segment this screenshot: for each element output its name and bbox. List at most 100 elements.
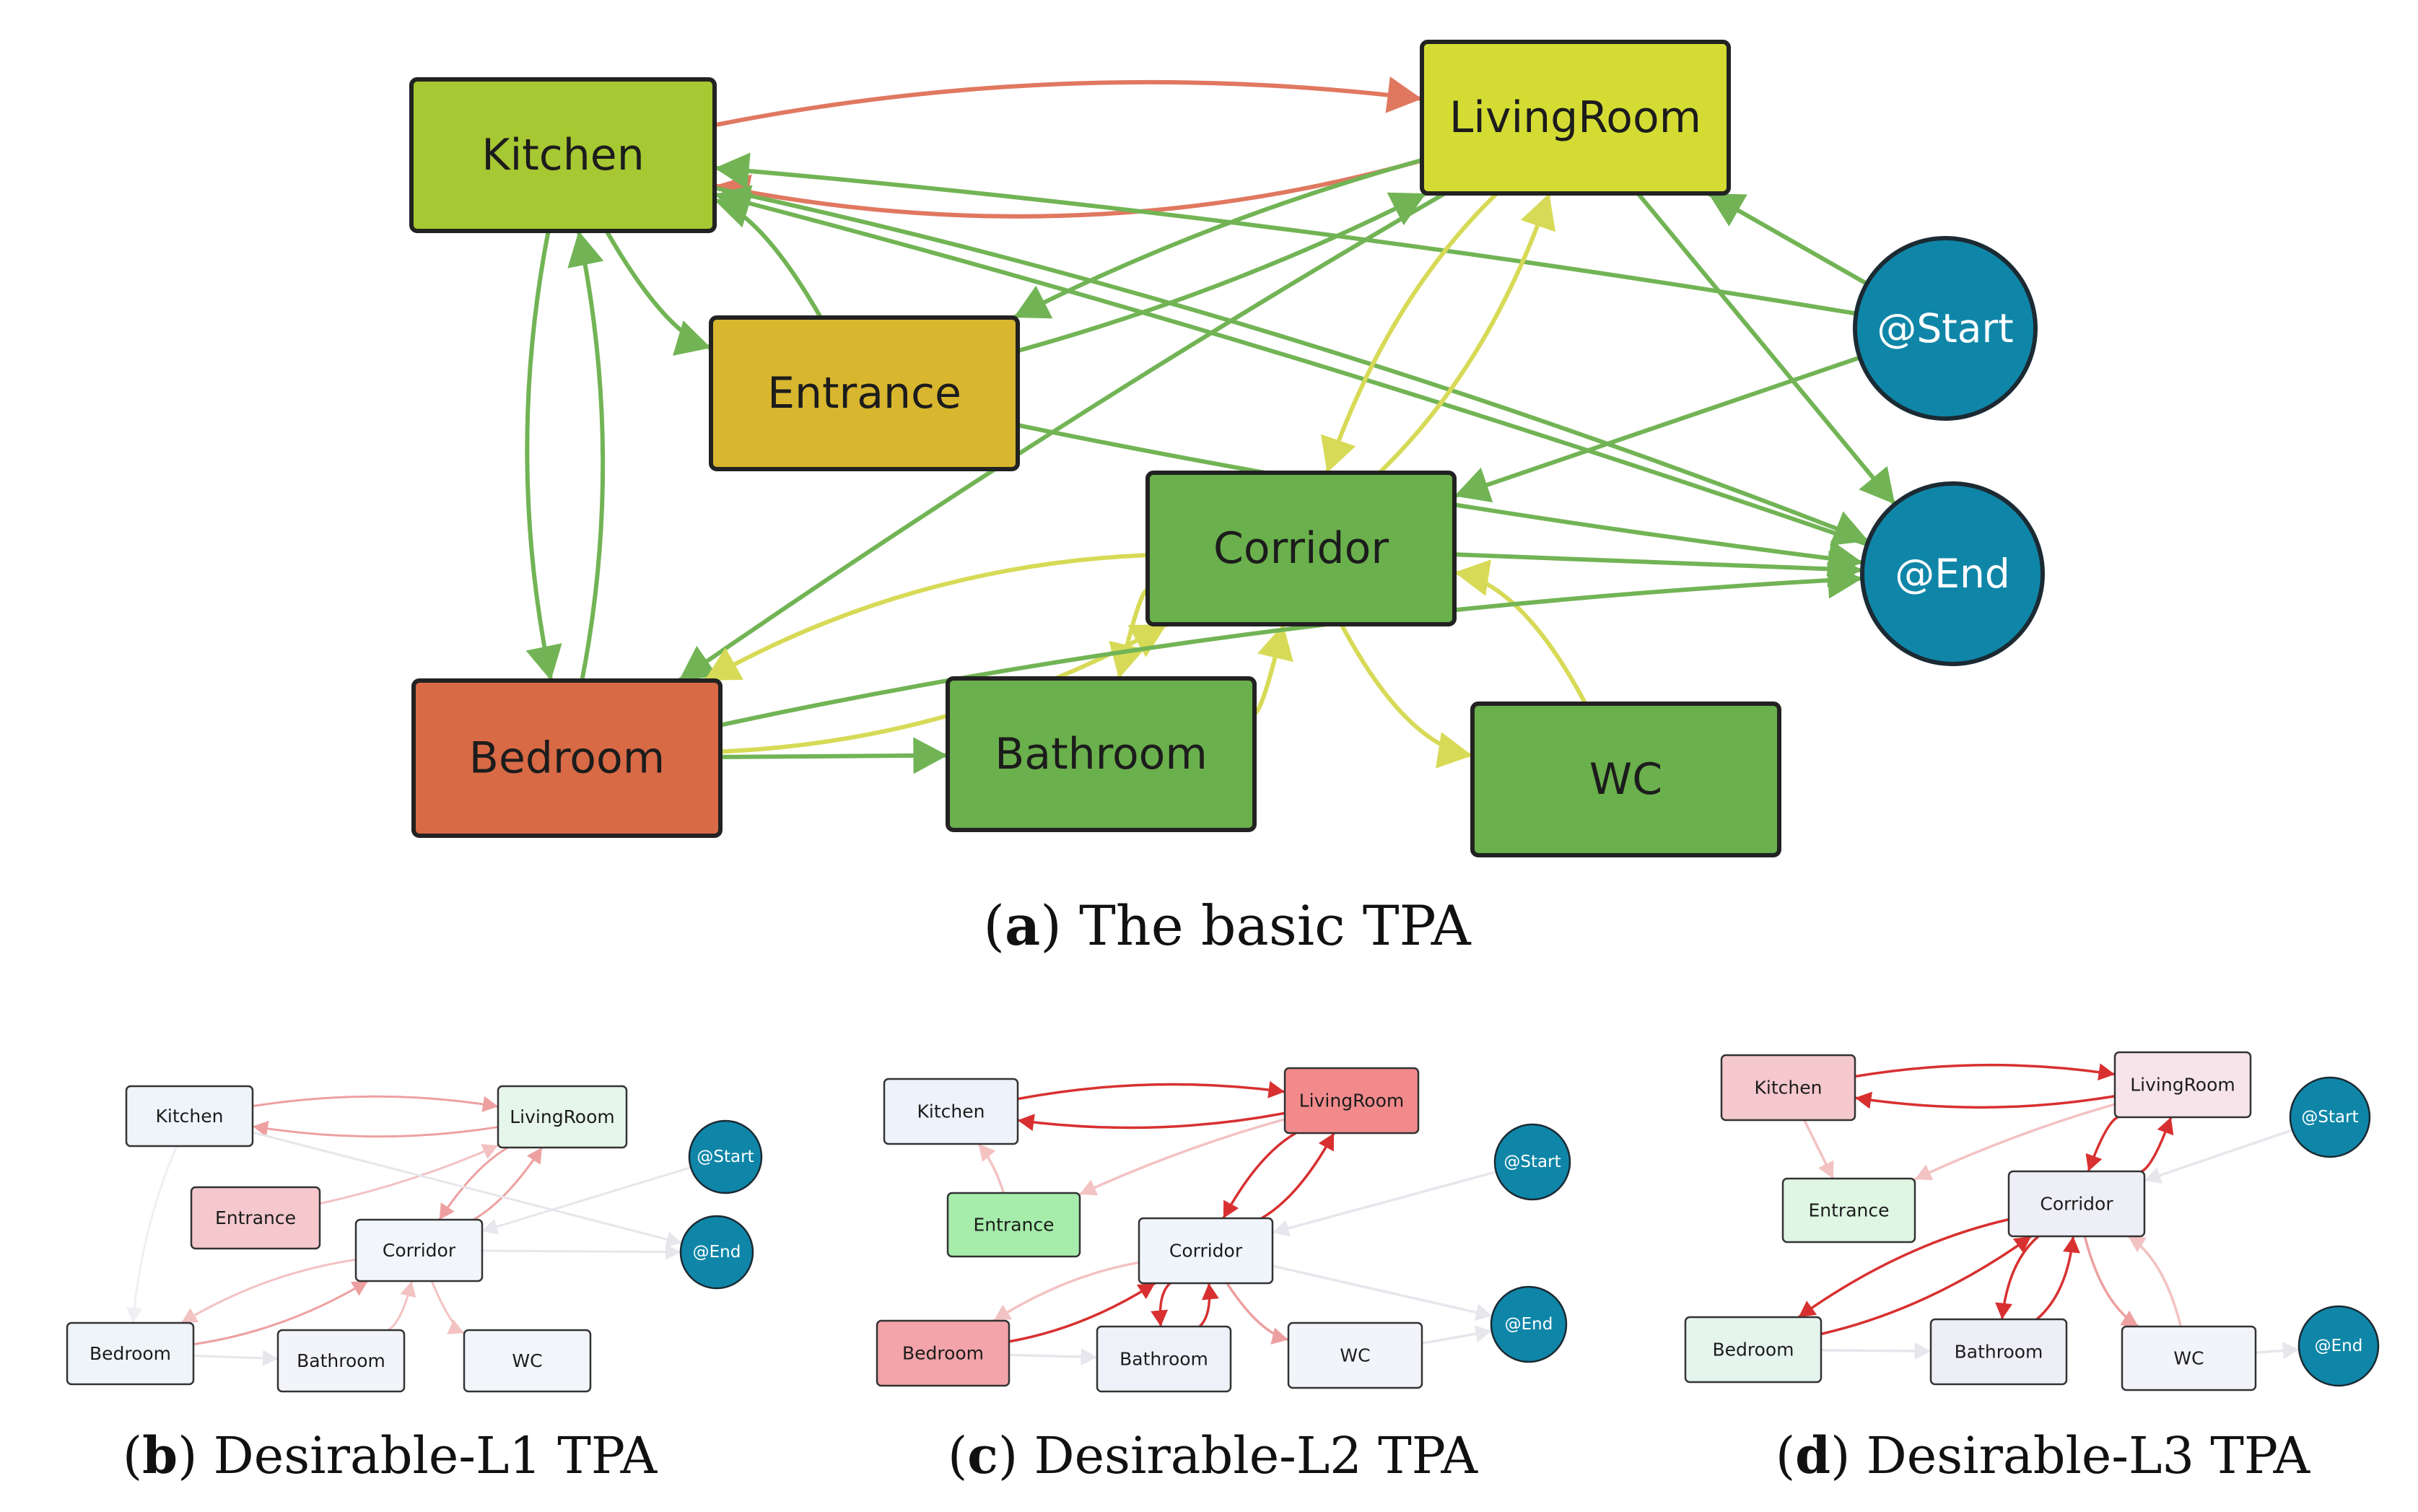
node-wc-shape bbox=[463, 1329, 592, 1393]
node-bathroom: Bathroom bbox=[1929, 1318, 2068, 1386]
node-wc: WC bbox=[463, 1329, 592, 1393]
node-bedroom-shape bbox=[411, 678, 723, 838]
edge-livingroom-to-entrance bbox=[1078, 1118, 1286, 1196]
node-corridor-shape bbox=[1138, 1217, 1274, 1285]
node-corridor-label: Corridor bbox=[383, 1240, 456, 1261]
arrowhead-bedroom-to-end bbox=[1827, 561, 1863, 599]
node-entrance-shape bbox=[190, 1186, 321, 1250]
node-bedroom: Bedroom bbox=[1684, 1316, 1823, 1384]
node-start-shape bbox=[1853, 236, 2038, 421]
arrowhead-start-to-livingroom bbox=[1708, 193, 1747, 227]
node-bathroom: Bathroom bbox=[276, 1329, 406, 1393]
edge-kitchen-to-end bbox=[251, 1131, 684, 1245]
edge-bedroom-to-bathroom bbox=[1820, 1349, 1932, 1353]
arrowhead-bedroom-to-corridor bbox=[1127, 624, 1167, 657]
node-end-label: @End bbox=[1895, 551, 2010, 597]
arrowhead-kitchen-to-livingroom bbox=[1385, 76, 1422, 113]
edge-bedroom-to-corridor bbox=[1008, 1282, 1156, 1343]
edge-livingroom-to-end bbox=[1636, 191, 1898, 507]
edge-livingroom-to-corridor bbox=[1222, 1132, 1297, 1220]
node-kitchen-label: Kitchen bbox=[481, 130, 645, 180]
edge-bedroom-to-corridor bbox=[1820, 1235, 2033, 1336]
caption-d: (d) Desirable-L3 TPA bbox=[1775, 1425, 2310, 1485]
edge-start-to-corridor bbox=[1452, 355, 1862, 499]
node-wc-label: WC bbox=[1589, 754, 1662, 805]
node-livingroom-label: LivingRoom bbox=[2130, 1075, 2235, 1096]
panel-d-edges bbox=[1797, 1063, 2300, 1360]
arrowhead-livingroom-to-bedroom bbox=[678, 645, 718, 681]
arrowhead-corridor-to-bathroom bbox=[1109, 640, 1145, 678]
arrowhead-kitchen-to-bedroom bbox=[126, 1307, 143, 1323]
node-end-label: @End bbox=[1505, 1315, 1553, 1334]
node-entrance: Entrance bbox=[190, 1186, 321, 1250]
node-bedroom-label: Bedroom bbox=[902, 1343, 984, 1364]
edge-kitchen-to-livingroom bbox=[1016, 1083, 1286, 1101]
node-corridor-shape bbox=[1145, 471, 1457, 626]
arrowhead-start-to-corridor bbox=[1454, 467, 1493, 503]
caption-a: (a) The basic TPA bbox=[983, 893, 1471, 958]
arrowhead-corridor-to-end bbox=[1474, 1303, 1493, 1321]
node-wc-shape bbox=[1287, 1321, 1423, 1389]
node-kitchen-label: Kitchen bbox=[917, 1101, 985, 1122]
node-entrance: Entrance bbox=[1781, 1177, 1916, 1244]
node-bathroom: Bathroom bbox=[1096, 1325, 1232, 1393]
edge-livingroom-to-entrance bbox=[1913, 1103, 2116, 1181]
caption-c-text: Desirable-L2 TPA bbox=[1034, 1426, 1478, 1485]
caption-c-letter: c bbox=[967, 1425, 998, 1485]
node-corridor: Corridor bbox=[2007, 1170, 2146, 1238]
node-entrance-label: Entrance bbox=[767, 368, 961, 419]
node-bedroom: Bedroom bbox=[411, 678, 723, 838]
caption-b-text: Desirable-L1 TPA bbox=[213, 1426, 658, 1485]
node-entrance-label: Entrance bbox=[215, 1207, 296, 1228]
node-start-label: @Start bbox=[2301, 1108, 2358, 1127]
edge-bedroom-to-end bbox=[718, 576, 1865, 727]
arrowhead-kitchen-to-entrance bbox=[1818, 1160, 1834, 1179]
edge-corridor-to-bedroom bbox=[180, 1258, 357, 1324]
arrowhead-entrance-to-livingroom bbox=[1387, 192, 1426, 226]
node-entrance-shape bbox=[709, 315, 1020, 471]
node-bathroom-shape bbox=[276, 1329, 406, 1393]
edge-entrance-to-livingroom bbox=[1016, 191, 1428, 354]
caption-c: (c) Desirable-L2 TPA bbox=[947, 1425, 1478, 1485]
node-wc: WC bbox=[1470, 702, 1781, 857]
node-corridor-label: Corridor bbox=[1213, 523, 1389, 574]
node-kitchen-shape bbox=[125, 1085, 254, 1148]
node-livingroom: LivingRoom bbox=[2113, 1051, 2252, 1119]
node-bathroom: Bathroom bbox=[946, 676, 1257, 832]
node-wc: WC bbox=[2121, 1325, 2257, 1391]
edge-start-to-corridor bbox=[1271, 1170, 1498, 1234]
arrowhead-corridor-to-livingroom bbox=[1520, 193, 1556, 232]
arrowhead-corridor-to-wc bbox=[2120, 1310, 2139, 1327]
arrowhead-bathroom-to-corridor bbox=[400, 1281, 416, 1298]
node-start: @Start bbox=[1853, 236, 2038, 421]
edge-corridor-to-wc bbox=[430, 1280, 466, 1334]
arrowhead-livingroom-to-kitchen bbox=[253, 1120, 269, 1137]
arrowhead-wc-to-end bbox=[1474, 1325, 1492, 1342]
edge-corridor-to-bedroom bbox=[702, 553, 1150, 683]
arrowhead-bathroom-to-corridor bbox=[1201, 1283, 1219, 1301]
arrowhead-kitchen-to-bedroom bbox=[525, 643, 562, 681]
edge-corridor-to-bedroom bbox=[992, 1261, 1140, 1322]
node-bedroom-shape bbox=[1684, 1316, 1823, 1384]
arrowhead-livingroom-to-entrance bbox=[1915, 1164, 1934, 1181]
node-livingroom: LivingRoom bbox=[1283, 1067, 1420, 1135]
node-end: @End bbox=[679, 1215, 754, 1290]
arrowhead-corridor-to-bedroom bbox=[1798, 1301, 1817, 1317]
edge-livingroom-to-kitchen bbox=[712, 158, 1424, 219]
arrowhead-wc-to-end bbox=[2282, 1342, 2300, 1360]
node-entrance-label: Entrance bbox=[1808, 1200, 1889, 1221]
node-entrance-shape bbox=[946, 1192, 1081, 1258]
edge-kitchen-to-bedroom bbox=[525, 229, 554, 683]
node-livingroom-label: LivingRoom bbox=[510, 1106, 615, 1127]
edge-bedroom-to-kitchen bbox=[576, 229, 606, 683]
arrowhead-bedroom-to-bathroom bbox=[913, 737, 948, 774]
node-corridor-shape bbox=[2007, 1170, 2146, 1238]
node-kitchen-label: Kitchen bbox=[1755, 1078, 1823, 1098]
edge-corridor-to-end bbox=[481, 1249, 682, 1254]
arrowhead-kitchen-to-end bbox=[665, 1231, 682, 1248]
node-kitchen: Kitchen bbox=[125, 1085, 254, 1148]
node-end: @End bbox=[1860, 481, 2045, 666]
arrowhead-bathroom-to-corridor bbox=[1257, 624, 1293, 663]
